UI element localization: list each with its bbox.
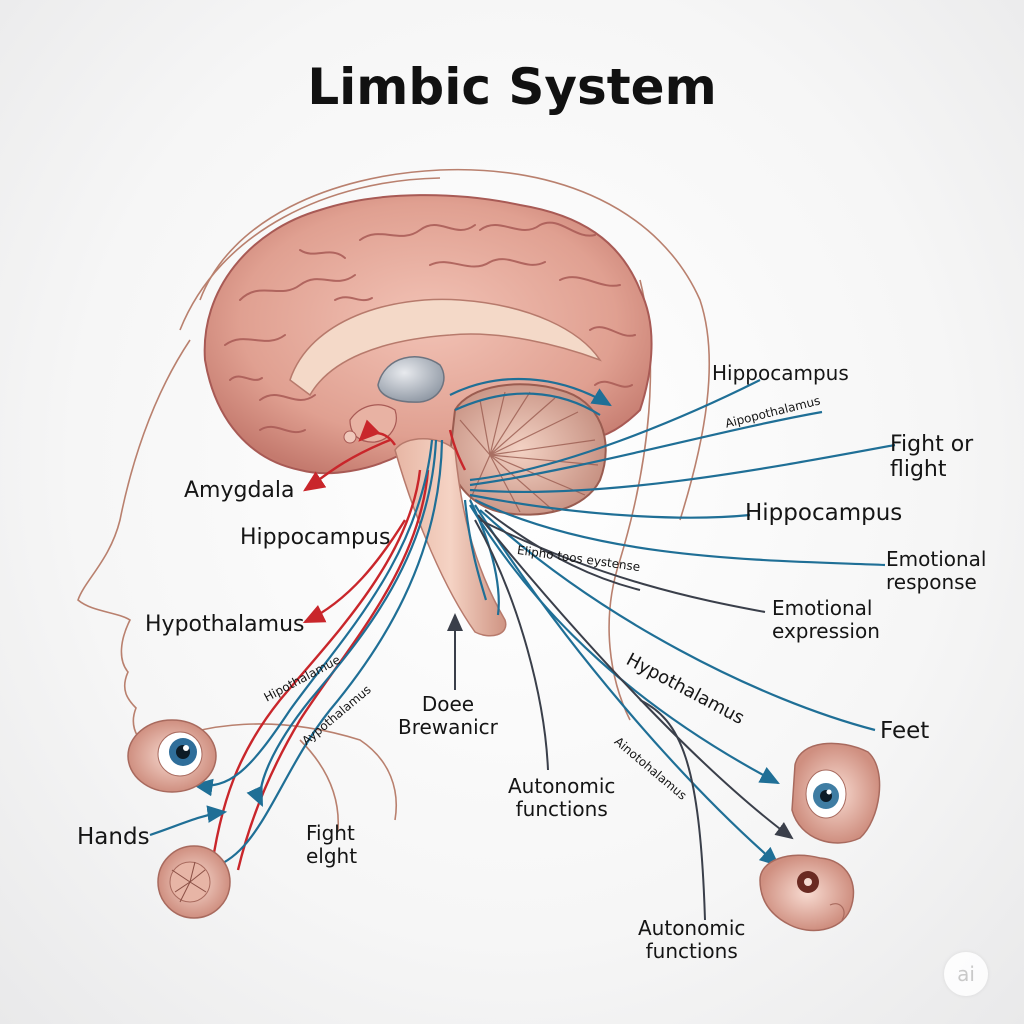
label-hippocampus-left: Hippocampus (240, 525, 391, 550)
label-emotional-expression: Emotional expression (772, 596, 880, 643)
label-emotional-response: Emotional response (886, 547, 987, 594)
ai-badge: ai (944, 952, 988, 996)
page-title: Limbic System (307, 58, 717, 116)
label-feet: Feet (880, 718, 930, 744)
right-eye (791, 742, 881, 844)
label-autonomic-bottom: Autonomic functions (638, 916, 746, 963)
label-hypothalamus-left: Hypothalamus (145, 612, 305, 637)
label-hippocampus-top-right: Hippocampus (712, 361, 849, 385)
dark-pathways (447, 509, 794, 921)
label-autonomic-center: Autonomic functions (508, 774, 616, 821)
label-amygdala: Amygdala (184, 478, 295, 503)
blue-pathways (149, 377, 896, 882)
label-hippocampus-mid-right: Hippocampus (745, 500, 903, 526)
label-fight-elght: Fight elght (306, 821, 358, 868)
label-fight-or-flight: Fight or flight (890, 432, 974, 483)
left-receptor-lower (157, 845, 231, 919)
label-doee-brewanicr: Doee Brewanicr (398, 692, 498, 739)
label-hands: Hands (77, 824, 150, 850)
right-ear-receptor (759, 854, 855, 932)
left-eye-upper (127, 719, 217, 793)
